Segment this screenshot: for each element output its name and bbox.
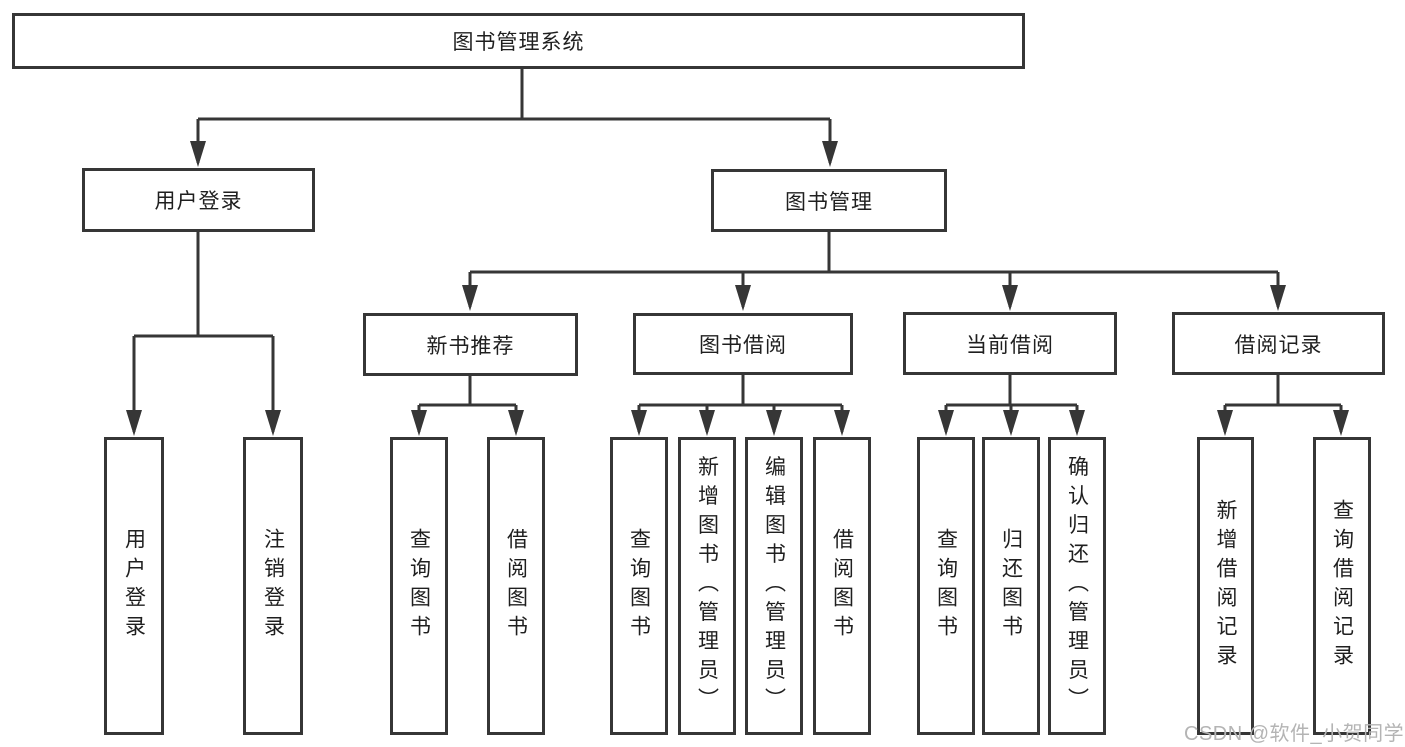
arrow-head <box>1217 410 1233 436</box>
node-label: 确认归还（管理员） <box>1065 455 1089 717</box>
node-label: 借阅图书 <box>504 528 528 644</box>
leaf-confirm-return-admin: 确认归还（管理员） <box>1048 437 1106 735</box>
arrow-head <box>699 410 715 436</box>
node-label: 新增借阅记录 <box>1214 499 1237 673</box>
connector-user-login-to-leaves <box>126 232 281 436</box>
leaf-edit-book-admin: 编辑图书（管理员） <box>745 437 803 735</box>
leaf-query-books-borrow: 查询图书 <box>610 437 668 735</box>
connector-current-borrow-to-leaves <box>938 375 1085 436</box>
leaf-query-borrow-record: 查询借阅记录 <box>1313 437 1371 735</box>
node-borrow-records: 借阅记录 <box>1172 312 1385 375</box>
arrow-head <box>1002 285 1018 311</box>
arrow-head <box>1003 410 1019 436</box>
leaf-add-borrow-record: 新增借阅记录 <box>1197 437 1254 735</box>
node-root: 图书管理系统 <box>12 13 1025 69</box>
node-user-login: 用户登录 <box>82 168 315 232</box>
arrow-head <box>766 410 782 436</box>
leaf-query-books-recommend: 查询图书 <box>390 437 448 735</box>
arrow-head <box>1069 410 1085 436</box>
leaf-add-book-admin: 新增图书（管理员） <box>678 437 736 735</box>
arrow-head <box>735 285 751 311</box>
arrow-head <box>190 141 206 167</box>
node-label: 用户登录 <box>154 190 243 213</box>
arrow-head <box>1270 285 1286 311</box>
leaf-logout: 注销登录 <box>243 437 303 735</box>
connector-book-management-to-level2 <box>462 232 1286 311</box>
node-book-management: 图书管理 <box>711 169 947 232</box>
node-new-book-recommend: 新书推荐 <box>363 313 578 376</box>
node-label: 查询图书 <box>407 528 431 644</box>
arrow-head <box>508 410 524 436</box>
arrow-head <box>938 410 954 436</box>
arrow-head <box>822 141 838 167</box>
node-label: 图书管理 <box>785 190 873 214</box>
arrow-head <box>631 410 647 436</box>
node-label: 图书借阅 <box>699 334 787 357</box>
node-book-borrow: 图书借阅 <box>633 313 853 375</box>
node-label: 借阅记录 <box>1234 333 1323 357</box>
node-label: 归还图书 <box>999 528 1023 644</box>
arrow-head <box>1333 410 1349 436</box>
arrow-head <box>411 410 427 436</box>
leaf-return-book: 归还图书 <box>982 437 1040 735</box>
connector-root-to-level1 <box>190 69 838 167</box>
leaf-query-books-current: 查询图书 <box>917 437 975 735</box>
node-label: 新增图书（管理员） <box>695 455 719 717</box>
node-label: 查询图书 <box>627 528 651 644</box>
node-label: 图书管理系统 <box>452 31 585 54</box>
connector-borrow-records-to-leaves <box>1217 375 1349 436</box>
connector-new-book-recommend-to-leaves <box>411 376 524 436</box>
node-current-borrow: 当前借阅 <box>903 312 1117 375</box>
arrow-head <box>462 285 478 311</box>
arrow-head <box>126 410 142 436</box>
leaf-borrow-books-recommend: 借阅图书 <box>487 437 545 735</box>
node-label: 查询借阅记录 <box>1330 499 1354 673</box>
node-label: 用户登录 <box>122 528 146 644</box>
leaf-user-login: 用户登录 <box>104 437 164 735</box>
arrow-head <box>834 410 850 436</box>
leaf-borrow-books: 借阅图书 <box>813 437 871 735</box>
node-label: 新书推荐 <box>426 334 515 358</box>
watermark: CSDN @软件_小贺同学 <box>1184 723 1405 745</box>
connector-book-borrow-to-leaves <box>631 375 850 436</box>
node-label: 当前借阅 <box>966 333 1054 357</box>
node-label: 编辑图书（管理员） <box>762 455 786 717</box>
node-label: 查询图书 <box>934 528 958 644</box>
node-label: 借阅图书 <box>830 528 854 644</box>
arrow-head <box>265 410 281 436</box>
node-label: 注销登录 <box>261 528 285 644</box>
